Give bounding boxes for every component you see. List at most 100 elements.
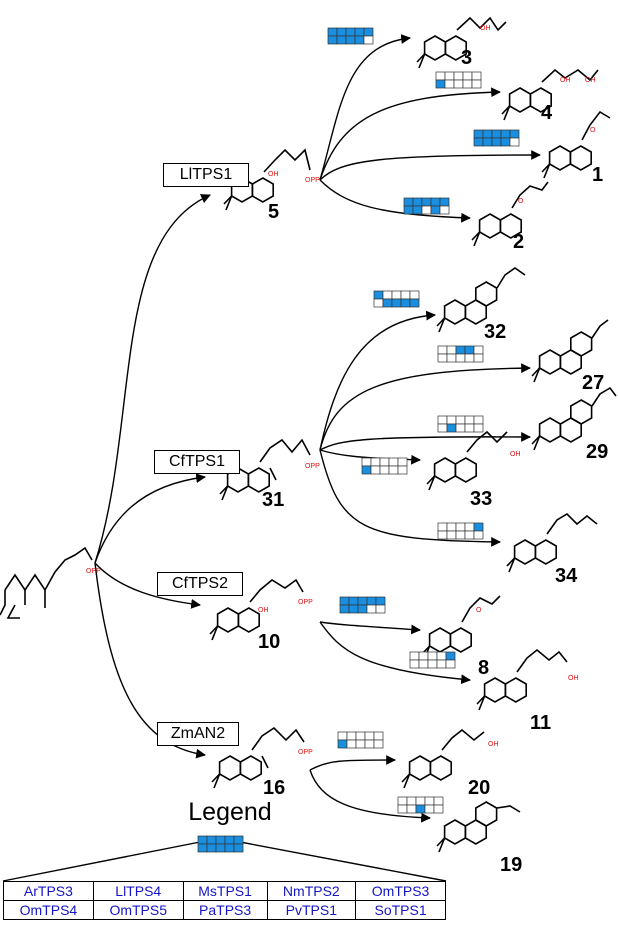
- activity-cell: [406, 796, 417, 806]
- activity-cell: [436, 659, 447, 669]
- activity-cell: [491, 129, 502, 139]
- activity-cell: [339, 596, 350, 606]
- activity-cell: [406, 804, 417, 814]
- opp-label-16: OPP: [298, 749, 313, 756]
- activity-cell: [355, 739, 366, 749]
- compound-number-33: 33: [470, 488, 493, 510]
- activity-cell: [437, 345, 448, 355]
- activity-grid-to2: [403, 197, 450, 215]
- structure-8: [422, 595, 501, 660]
- activity-grid-to34: [437, 522, 484, 540]
- activity-cell: [437, 522, 448, 532]
- activity-cell: [366, 596, 377, 606]
- activity-cell: [437, 415, 448, 425]
- activity-cell: [430, 197, 441, 207]
- activity-cell: [327, 27, 338, 37]
- legend-cell: OmTPS4: [3, 900, 94, 920]
- activity-cell: [464, 522, 475, 532]
- legend-cell: OmTPS5: [92, 900, 184, 920]
- oh-label-5: OH: [268, 171, 279, 178]
- oh-label-3: OH: [480, 25, 491, 32]
- activity-cell: [370, 457, 381, 467]
- activity-cell: [327, 35, 338, 45]
- activity-cell: [215, 843, 226, 853]
- activity-grid-to19: [397, 796, 444, 814]
- activity-cell: [464, 423, 475, 433]
- activity-cell: [462, 79, 473, 89]
- structure-29: [532, 386, 617, 450]
- activity-cell: [224, 835, 235, 845]
- compound-number-2: 2: [513, 231, 525, 253]
- arrow-ggpp-to-31: [94, 473, 206, 564]
- activity-cell: [439, 197, 450, 207]
- activity-grid-to29: [437, 415, 484, 433]
- compound-number-10: 10: [258, 631, 281, 653]
- legend-cell: MsTPS1: [182, 881, 268, 901]
- compound-number-1: 1: [592, 164, 604, 186]
- activity-cell: [403, 205, 414, 215]
- arrow-31-to-34: [319, 449, 501, 547]
- activity-cell: [206, 843, 217, 853]
- activity-cell: [455, 415, 466, 425]
- structure-33: [427, 430, 508, 490]
- enzyme-box-cftps1: CfTPS1: [154, 450, 240, 474]
- enzyme-box-zman2: ZmAN2: [157, 722, 239, 746]
- activity-cell: [357, 596, 368, 606]
- activity-cell: [509, 129, 520, 139]
- structure-19: [437, 802, 521, 852]
- activity-cell: [409, 651, 420, 661]
- activity-cell: [482, 129, 493, 139]
- activity-cell: [375, 596, 386, 606]
- activity-cell: [345, 27, 356, 37]
- compound-number-32: 32: [484, 321, 507, 343]
- activity-cell: [473, 137, 484, 147]
- activity-cell: [233, 835, 244, 845]
- activity-cell: [337, 731, 348, 741]
- activity-cell: [346, 739, 357, 749]
- activity-cell: [388, 465, 399, 475]
- activity-cell: [446, 353, 457, 363]
- activity-cell: [233, 843, 244, 853]
- arrow-ggpp-to-10: [94, 562, 201, 609]
- legend-table: ArTPS3 LlTPS4 MsTPS1 NmTPS2 OmTPS3 OmTPS…: [3, 881, 446, 920]
- activity-cell: [206, 835, 217, 845]
- activity-cell: [379, 457, 390, 467]
- activity-grid-to11: [409, 651, 456, 669]
- activity-cell: [337, 739, 348, 749]
- activity-cell: [482, 137, 493, 147]
- activity-cell: [446, 522, 457, 532]
- activity-grids: [197, 27, 520, 853]
- arrow-31-to-27: [319, 363, 531, 451]
- structure-16: [212, 726, 305, 788]
- activity-cell: [446, 530, 457, 540]
- activity-cell: [455, 522, 466, 532]
- activity-cell: [391, 290, 402, 300]
- structure-32: [437, 267, 526, 332]
- activity-grid-to3: [327, 27, 374, 45]
- compound-number-3: 3: [461, 47, 473, 69]
- activity-cell: [473, 530, 484, 540]
- activity-cell: [355, 731, 366, 741]
- activity-cell: [366, 604, 377, 614]
- activity-cell: [361, 465, 372, 475]
- activity-cell: [382, 290, 393, 300]
- activity-cell: [382, 298, 393, 308]
- arrow-5-to-2: [319, 179, 471, 223]
- legend-row-2: OmTPS4 OmTPS5 PaTPS3 PvTPS1 SoTPS1: [3, 900, 446, 920]
- compound-number-4: 4: [541, 102, 553, 124]
- compound-number-16: 16: [263, 777, 286, 799]
- structure-ggpp: [0, 546, 93, 619]
- activity-cell: [437, 423, 448, 433]
- arrow-16-to-20: [309, 755, 396, 771]
- activity-grid-to1: [473, 129, 520, 147]
- activity-cell: [464, 415, 475, 425]
- compound-number-11: 11: [530, 712, 552, 734]
- activity-cell: [400, 298, 411, 308]
- legend-cell: PvTPS1: [266, 900, 357, 920]
- activity-cell: [421, 205, 432, 215]
- activity-cell: [446, 345, 457, 355]
- legend-line-left: [2, 841, 201, 882]
- activity-cell: [462, 71, 473, 81]
- arrow-ggpp-to-5: [94, 194, 211, 564]
- activity-grid-legend: [197, 835, 244, 853]
